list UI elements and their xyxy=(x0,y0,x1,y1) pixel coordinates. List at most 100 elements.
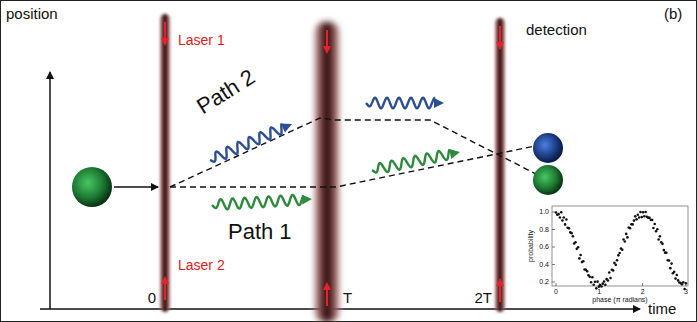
photon-wave xyxy=(212,195,312,210)
data-point xyxy=(639,211,642,214)
time-tick: T xyxy=(343,290,352,307)
inset-axis-title: phase (π radians) xyxy=(592,296,647,304)
inset-data-points xyxy=(555,211,688,291)
data-point xyxy=(572,235,575,238)
data-point xyxy=(657,238,660,241)
data-point xyxy=(674,277,677,280)
data-point xyxy=(555,211,558,214)
data-point xyxy=(653,223,656,226)
data-point xyxy=(616,259,619,262)
photon-arrowhead xyxy=(434,98,444,108)
panel-letter: (b) xyxy=(664,6,682,23)
data-point xyxy=(633,219,636,222)
axis-title: time xyxy=(648,301,676,318)
photon-wave-line xyxy=(366,98,435,109)
path-label: Path 1 xyxy=(228,220,292,244)
data-point xyxy=(588,275,591,278)
tick-mark xyxy=(556,283,557,286)
inset-tick-label: 0.4 xyxy=(539,261,549,269)
photon-wave xyxy=(366,98,444,109)
inset-plot xyxy=(552,206,688,290)
data-point xyxy=(595,287,598,290)
atom-motion-arrow xyxy=(114,186,158,188)
inset-tick-label: 1.0 xyxy=(539,208,549,216)
photon-wave-line xyxy=(210,123,282,161)
data-point xyxy=(608,271,611,274)
data-point xyxy=(594,280,597,283)
photon-arrowhead xyxy=(302,195,312,205)
data-point xyxy=(651,219,654,222)
inset-tick-label: 0.8 xyxy=(539,226,549,234)
tick-mark xyxy=(552,212,555,213)
data-point xyxy=(629,227,632,230)
data-point xyxy=(676,274,679,277)
data-point xyxy=(637,213,640,216)
data-point xyxy=(557,213,560,216)
data-point xyxy=(626,236,629,239)
time-tick: 0 xyxy=(148,290,156,307)
laser-pulse-bar xyxy=(315,22,339,322)
data-point xyxy=(661,243,664,246)
data-point xyxy=(648,216,651,219)
data-point xyxy=(561,219,564,222)
data-point xyxy=(670,262,673,265)
photon-wave xyxy=(210,123,292,161)
data-point xyxy=(586,270,589,273)
tick-mark xyxy=(552,282,555,283)
inset-tick-label: 0.6 xyxy=(539,243,549,251)
data-point xyxy=(631,223,634,226)
data-point xyxy=(634,215,637,218)
data-point xyxy=(596,280,599,283)
data-point xyxy=(640,216,643,219)
data-point xyxy=(577,246,580,249)
detection-label: detection xyxy=(526,22,587,39)
data-point xyxy=(601,282,604,285)
data-point xyxy=(618,252,621,255)
data-point xyxy=(656,228,659,231)
data-point xyxy=(565,218,568,221)
data-point xyxy=(559,216,562,219)
photon-waves xyxy=(210,98,460,210)
data-point xyxy=(562,216,565,219)
detected-atom xyxy=(533,133,563,163)
atom-path-lines xyxy=(170,118,540,187)
data-point xyxy=(642,211,645,214)
axis-title: position xyxy=(6,6,58,23)
laser-pulse-bar xyxy=(495,18,505,312)
data-point xyxy=(579,254,582,257)
data-point xyxy=(625,233,628,236)
data-point xyxy=(682,281,685,284)
data-point xyxy=(614,264,617,267)
data-point xyxy=(673,271,676,274)
data-point xyxy=(574,241,577,244)
laser-direction-arrows xyxy=(161,22,504,306)
data-point xyxy=(621,248,624,251)
tick-mark xyxy=(552,264,555,265)
laser-pulse-bar xyxy=(160,14,170,312)
data-point xyxy=(668,259,671,262)
data-point xyxy=(591,276,594,279)
data-point xyxy=(607,279,610,282)
data-point xyxy=(582,260,585,263)
data-point xyxy=(609,277,612,280)
time-axis xyxy=(40,308,640,310)
data-point xyxy=(669,267,672,270)
data-point xyxy=(643,215,646,218)
data-point xyxy=(644,211,647,214)
inset-frame xyxy=(552,206,688,286)
data-point xyxy=(652,227,655,230)
position-axis xyxy=(49,72,51,309)
data-point xyxy=(685,282,688,285)
photon-wave-line xyxy=(212,195,303,209)
data-point xyxy=(560,211,563,214)
data-point xyxy=(570,232,573,235)
inset-tick-label: 1 xyxy=(597,288,601,296)
time-tick: 2T xyxy=(474,290,492,307)
data-point xyxy=(592,283,595,286)
data-point xyxy=(663,249,666,252)
data-point xyxy=(603,280,606,283)
photon-wave xyxy=(372,149,460,172)
